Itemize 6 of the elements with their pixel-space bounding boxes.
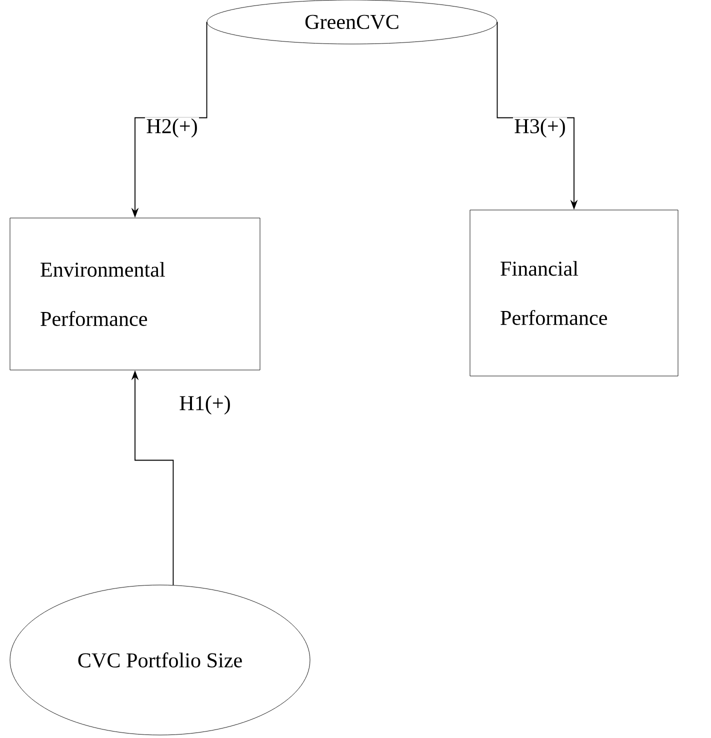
edge-label: H3(+) bbox=[512, 117, 568, 139]
edge-label: H2(+) bbox=[144, 117, 200, 139]
ellipse-node: CVC Portfolio Size bbox=[10, 584, 310, 736]
process-box: Financial Performance bbox=[470, 210, 678, 376]
edge-label: H1(+) bbox=[178, 394, 232, 416]
process-box: Environmental Performance bbox=[10, 218, 260, 370]
